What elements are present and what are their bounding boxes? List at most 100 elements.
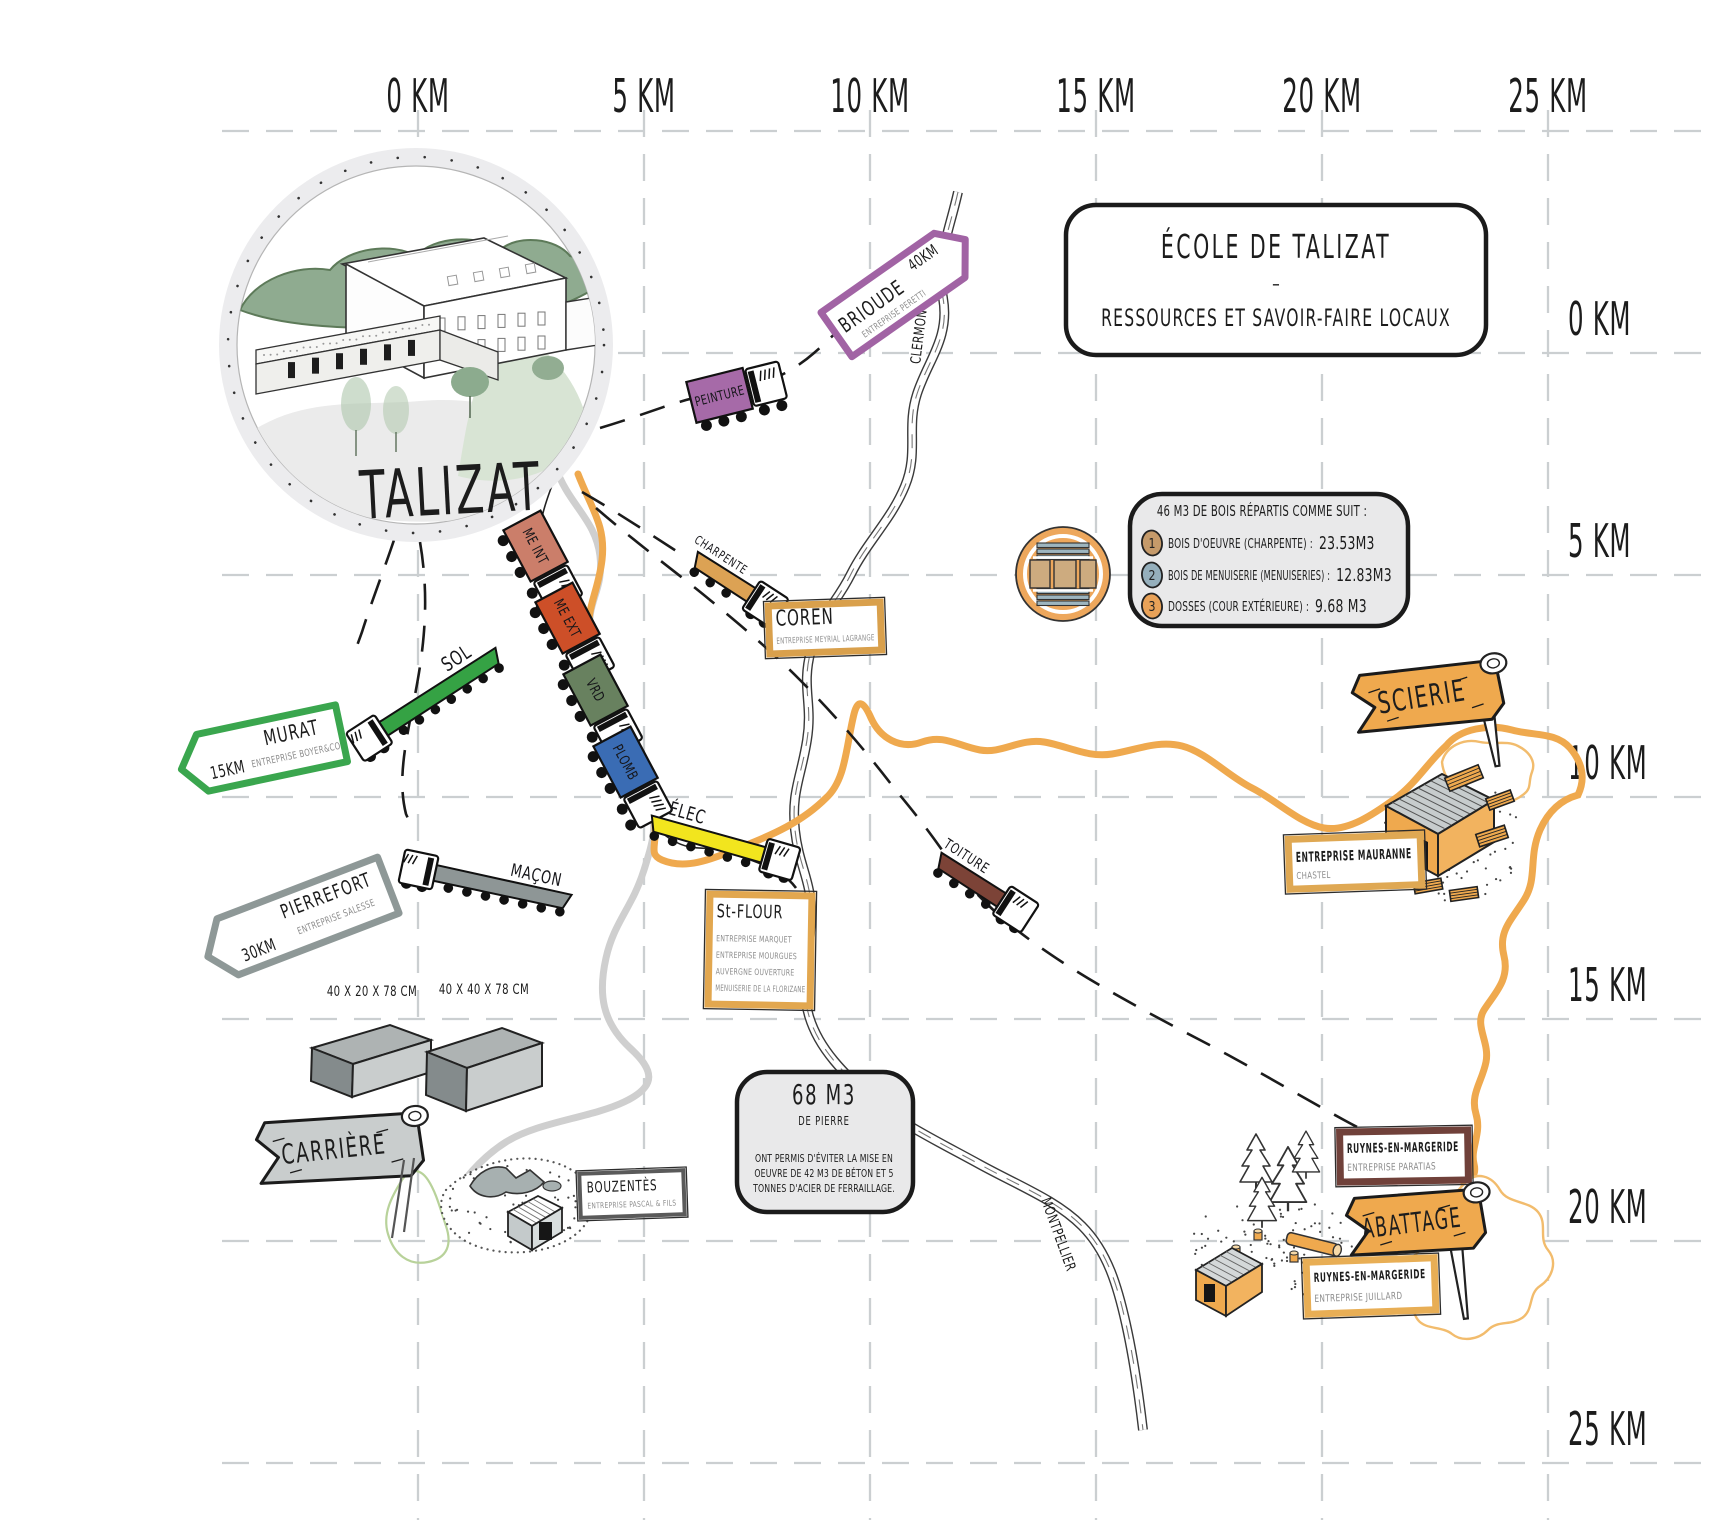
speckle (566, 1226, 570, 1229)
truck-cab-line (358, 729, 362, 739)
wing-roof-dot (335, 342, 338, 345)
sign-mauranne-sub-text: CHASTEL (1296, 869, 1331, 882)
sign-coren-sub: ENTREPRISE MEYRIAL LAGRANGE (776, 632, 875, 646)
axis-right-label-1-text: 5 KM (1568, 515, 1631, 569)
speckle (1294, 1221, 1297, 1225)
wood-stack (1448, 885, 1480, 903)
truck-wheel (740, 857, 751, 868)
axis-right-label-4-text: 20 KM (1568, 1181, 1647, 1235)
truck-cab-line (772, 367, 775, 378)
sign-stflour-panel (704, 890, 816, 1010)
speckle (1220, 1240, 1223, 1243)
felled-log (1285, 1231, 1343, 1257)
roads: CLERMONT-FERRAND →MONTPELLIER (789, 190, 1148, 1431)
wood-stack-line (1448, 774, 1483, 789)
quarry-rocks (469, 1166, 546, 1198)
truck-cab-rect (761, 841, 775, 871)
sign-mauranne-title-text: ENTREPRISE MAURANNE (1296, 846, 1413, 866)
road-label-montpellier: MONTPELLIER (1038, 1195, 1080, 1273)
sign-pierrefort-panel (204, 853, 403, 979)
truck-cab (758, 838, 802, 881)
banner-scierie-roll-core (1486, 658, 1501, 669)
speckle (1293, 1280, 1296, 1283)
sign-juillard-panel (1302, 1254, 1440, 1318)
wing-roof-dot (388, 331, 391, 334)
sign-coren-title-text: COREN (775, 605, 834, 631)
truck-cab (397, 848, 440, 891)
building-window (457, 316, 466, 331)
title-line2-text: RESSOURCES ET SAVOIR-FAIRE LOCAUX (1101, 304, 1451, 332)
wing-roof-dot (375, 334, 378, 337)
speckle (455, 1208, 459, 1211)
speckle (1273, 1264, 1276, 1267)
axis-top-label-5: 25 KM (1508, 70, 1587, 124)
axis-top-label-2: 10 KM (830, 70, 909, 124)
wing-door (336, 353, 343, 370)
truck-wheel (586, 731, 598, 743)
sign-murat-panel (177, 701, 351, 795)
sign-juillard-title-text: RUYNES-EN-MARGERIDE (1313, 1267, 1426, 1286)
speckle (1206, 1237, 1210, 1240)
stone-box-title-text: 68 M3 (792, 1079, 856, 1111)
wood-plank-blue (1036, 542, 1090, 549)
axis-top-label-3-text: 15 KM (1056, 70, 1135, 124)
wood-item-label-2: BOIS DE MENUISERIE (MENUISERIES) : (1168, 568, 1330, 583)
stone-box-title: 68 M3 (792, 1079, 856, 1111)
speckle (1339, 1221, 1342, 1224)
wing-roof-dot (296, 349, 298, 352)
speckle (1290, 1287, 1293, 1291)
banner-texture-line (1386, 716, 1399, 722)
truck-box (533, 581, 602, 656)
speckle (466, 1210, 470, 1213)
sign-stflour-sub-2: AUVERGNE OUVERTURE (716, 966, 795, 978)
speckle (1266, 1242, 1269, 1245)
route-circle-macon (401, 541, 427, 833)
wood-plank-blue (1036, 548, 1090, 555)
axis-right-label-3: 15 KM (1568, 959, 1647, 1013)
speckle (574, 1200, 577, 1203)
building-window (497, 337, 506, 352)
speckle (1472, 861, 1475, 864)
abattage-hut (1194, 1246, 1264, 1318)
road-clermont-ferrand-surface (790, 191, 1147, 1431)
truck-cab-line (591, 651, 602, 655)
truck-cab-line (354, 731, 359, 742)
wing-roof-dot (414, 327, 417, 330)
speckle (1514, 816, 1518, 819)
wing-roof-dot (362, 335, 364, 338)
wing-roof-dot (401, 327, 404, 330)
wood-item-num-1-text: 1 (1148, 535, 1155, 551)
speckle (1484, 867, 1487, 870)
wood-item-value-3-text: 9.68 M3 (1315, 596, 1367, 617)
pine-tree (1268, 1145, 1308, 1212)
speckle (1318, 1222, 1321, 1225)
truck-wheel (686, 841, 696, 852)
truck-wheel (536, 902, 547, 913)
truck-sol: SOL (345, 641, 504, 762)
speckle (1303, 1253, 1306, 1256)
tree (532, 356, 564, 380)
sign-mauranne-frame (1282, 829, 1428, 895)
axis-top-label-0: 0 KM (386, 70, 449, 124)
truck-cab-rect (422, 857, 435, 886)
truck-wheel (443, 883, 454, 893)
axis-top-label-5-text: 25 KM (1508, 70, 1587, 124)
title-line1: ÉCOLE DE TALIZAT (1161, 228, 1389, 266)
truck-wheel (587, 751, 599, 763)
speckle (1297, 1208, 1301, 1211)
school-trees (341, 356, 564, 456)
speckle (1232, 1240, 1235, 1243)
banner-texture-line (391, 1158, 404, 1163)
carriere-pole-leg2 (402, 1157, 416, 1233)
quarry-hut-stripe (532, 1198, 558, 1214)
speckle (549, 1171, 552, 1174)
sign-coren-title: COREN (775, 605, 834, 631)
